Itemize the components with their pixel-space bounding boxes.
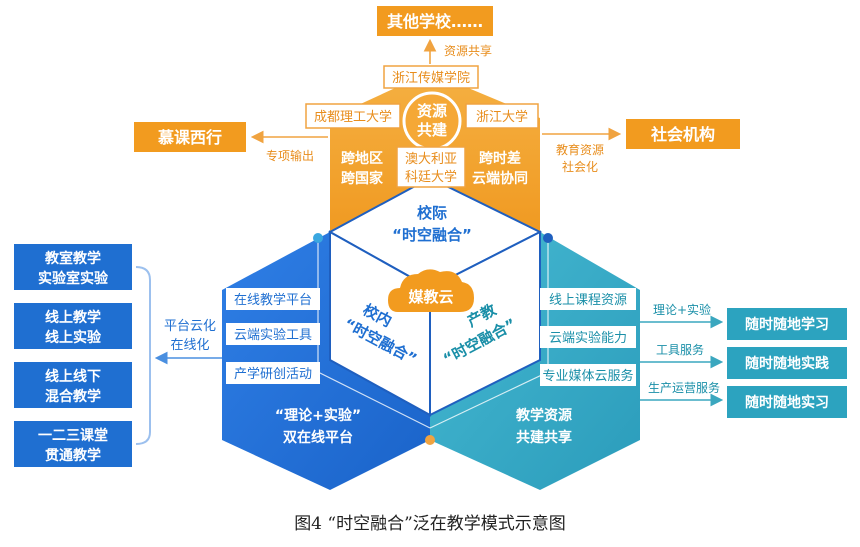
edu-social-line1: 教育资源	[556, 142, 604, 157]
figure-caption: 图4 “时空融合”泛在教学模式示意图	[294, 514, 566, 534]
left-box-4-line2: 贯通教学	[45, 447, 101, 464]
right-item-2-text: 云端实验能力	[549, 330, 627, 346]
edu-social-line2: 社会化	[562, 159, 598, 174]
australia-line1: 澳大利亚	[405, 151, 457, 167]
australia-line2: 科廷大学	[405, 169, 457, 185]
right-box-1	[727, 308, 847, 340]
resource-build-line1: 资源	[417, 102, 447, 120]
left-box-3-line1: 线上线下	[45, 368, 101, 385]
left-bottom-line2: 双在线平台	[283, 429, 353, 446]
left-box-2	[14, 303, 132, 349]
node-dot-right	[543, 233, 553, 243]
right-item-3-text: 专业媒体云服务	[542, 368, 633, 384]
left-item-3-text: 产学研创活动	[234, 366, 312, 382]
left-item-1-text: 在线教学平台	[234, 292, 312, 308]
left-box-1-line2: 实验室实验	[38, 270, 109, 287]
left-bottom-line1: “理论+实验”	[275, 407, 361, 424]
cross-region-line2: 跨国家	[341, 170, 384, 187]
zhejiang-univ-text: 浙江大学	[476, 109, 528, 125]
left-item-2-text: 云端实验工具	[234, 327, 312, 343]
theory-exp-label: 理论+实验	[653, 302, 711, 317]
chengdu-text: 成都理工大学	[314, 109, 392, 125]
right-item-1-text: 线上课程资源	[549, 293, 627, 308]
inter-school-line2: “时空融合”	[392, 226, 472, 244]
right-box-3	[727, 386, 847, 418]
right-item-2	[540, 326, 636, 348]
right-box-1-text: 随时随地学习	[745, 316, 829, 333]
left-box-1-line1: 教室教学	[45, 250, 101, 267]
platform-cloud-line2: 在线化	[170, 338, 209, 353]
left-box-1	[14, 244, 132, 290]
resource-sharing-label: 资源共享	[444, 43, 492, 58]
chengdu-box	[305, 103, 401, 129]
right-item-3	[540, 364, 636, 386]
left-item-3	[226, 362, 320, 384]
right-box-2	[727, 347, 847, 379]
zhejiang-media-text: 浙江传媒学院	[392, 70, 470, 86]
left-box-3-line2: 混合教学	[45, 388, 101, 405]
inter-school-line1: 校际	[417, 204, 447, 222]
node-dot-bottom	[425, 435, 435, 445]
right-item-1	[540, 288, 636, 310]
australia-box	[396, 146, 466, 188]
production-service-label: 生产运营服务	[648, 380, 720, 395]
left-item-2	[226, 323, 320, 345]
left-box-3	[14, 362, 132, 408]
cross-time-line2: 云端协同	[472, 170, 528, 187]
social-text: 社会机构	[650, 125, 715, 144]
other-schools-box	[377, 6, 493, 36]
platform-cloud-line1: 平台云化	[164, 319, 216, 334]
social-box	[626, 119, 740, 149]
zhejiang-media-box	[383, 65, 479, 89]
right-box-2-text: 随时随地实践	[745, 355, 829, 372]
left-box-4-line1: 一二三课堂	[38, 427, 108, 444]
special-output-label: 专项输出	[266, 148, 314, 163]
right-box-3-text: 随时随地实习	[745, 394, 829, 411]
node-dot-left	[313, 233, 323, 243]
resource-build-line2: 共建	[417, 121, 448, 139]
left-bracket	[135, 266, 151, 445]
right-bottom-line2: 共建共享	[516, 429, 572, 446]
left-box-2-line1: 线上教学	[45, 309, 101, 326]
cross-region-line1: 跨地区	[341, 150, 383, 167]
tool-service-label: 工具服务	[656, 342, 704, 357]
left-box-4	[14, 421, 132, 467]
zhejiang-univ-box	[465, 103, 539, 129]
left-item-1	[226, 288, 320, 310]
mooc-text: 慕课西行	[157, 128, 222, 147]
cloud-text: 媒教云	[408, 288, 453, 306]
cloud-icon	[388, 269, 474, 312]
cross-time-line1: 跨时差	[479, 150, 521, 167]
left-box-2-line2: 线上实验	[45, 329, 102, 346]
right-bottom-line1: 教学资源	[516, 407, 572, 424]
mooc-box	[134, 122, 246, 152]
other-schools-text: 其他学校……	[387, 12, 483, 31]
